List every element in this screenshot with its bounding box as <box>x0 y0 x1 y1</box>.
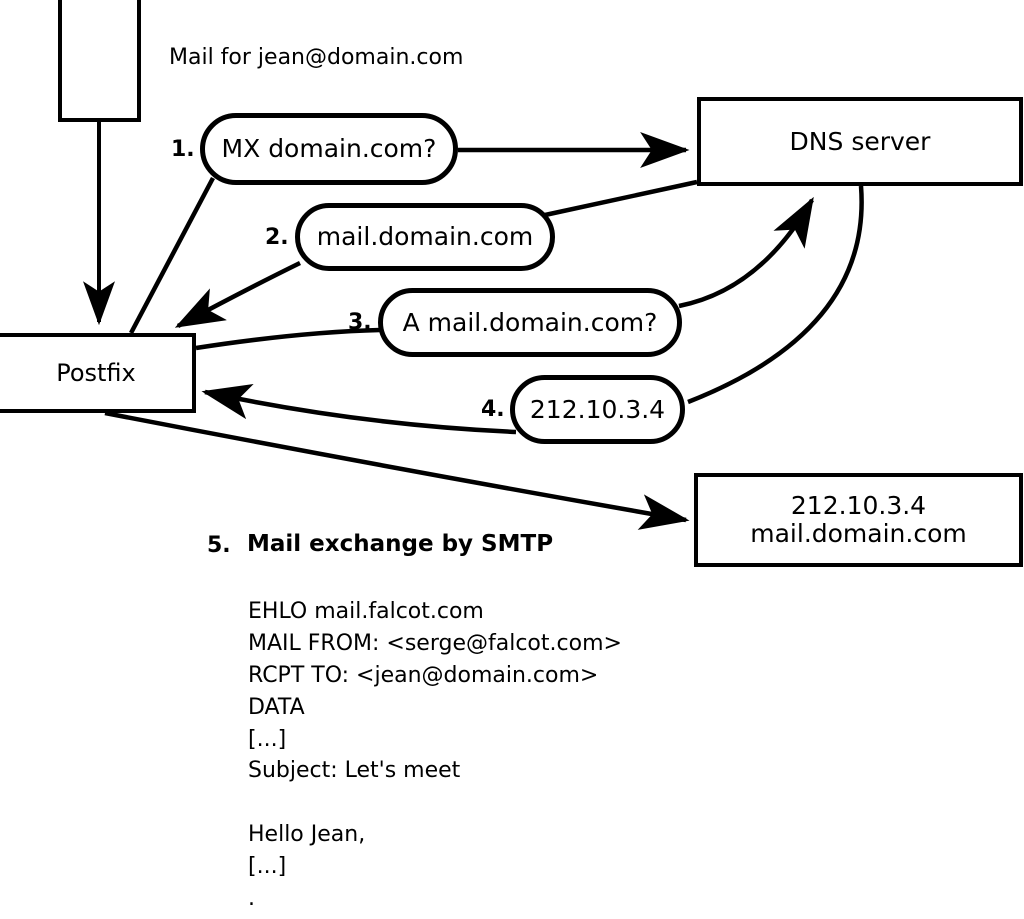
message-bubble-a-answer: 212.10.3.4 <box>510 375 685 444</box>
smtp-exchange-label: Mail exchange by SMTP <box>247 531 554 557</box>
bubble-3-text: A mail.domain.com? <box>402 307 658 337</box>
connector-bubble4-to-postfix <box>201 383 517 435</box>
target-host-node: 212.10.3.4 mail.domain.com <box>694 473 1023 567</box>
client-node <box>58 0 141 122</box>
step-number-1: 1. <box>171 137 195 162</box>
mail-for-caption: Mail for jean@domain.com <box>169 45 464 70</box>
step-number-3: 3. <box>348 310 372 335</box>
connector-postfix-to-bubble1 <box>129 176 215 335</box>
connector-bubble2-to-postfix <box>174 260 301 328</box>
bubble-1-text: MX domain.com? <box>221 134 437 163</box>
postfix-label: Postfix <box>56 358 136 387</box>
step-number-4: 4. <box>481 397 505 422</box>
connector-bubble3-to-dns <box>678 196 814 309</box>
target-host-hostname: mail.domain.com <box>750 519 967 548</box>
message-bubble-mx-answer: mail.domain.com <box>295 203 555 271</box>
bubble-2-text: mail.domain.com <box>316 222 534 251</box>
step-number-2: 2. <box>265 225 289 250</box>
smtp-transcript: EHLO mail.falcot.com MAIL FROM: <serge@f… <box>248 599 622 912</box>
connector-postfix-to-bubble3 <box>195 327 381 351</box>
dns-server-label: DNS server <box>789 126 931 156</box>
step-number-5: 5. <box>207 533 231 558</box>
target-host-ip: 212.10.3.4 <box>790 491 927 520</box>
message-bubble-mx-query: MX domain.com? <box>200 113 458 185</box>
bubble-4-text: 212.10.3.4 <box>529 394 666 424</box>
connector-postfix-to-target <box>104 410 690 530</box>
postfix-node: Postfix <box>0 333 196 413</box>
connector-dns-to-bubble4 <box>687 185 864 405</box>
dns-server-node: DNS server <box>697 97 1023 186</box>
connector-dns-to-bubble2 <box>544 179 698 218</box>
message-bubble-a-query: A mail.domain.com? <box>378 288 682 357</box>
